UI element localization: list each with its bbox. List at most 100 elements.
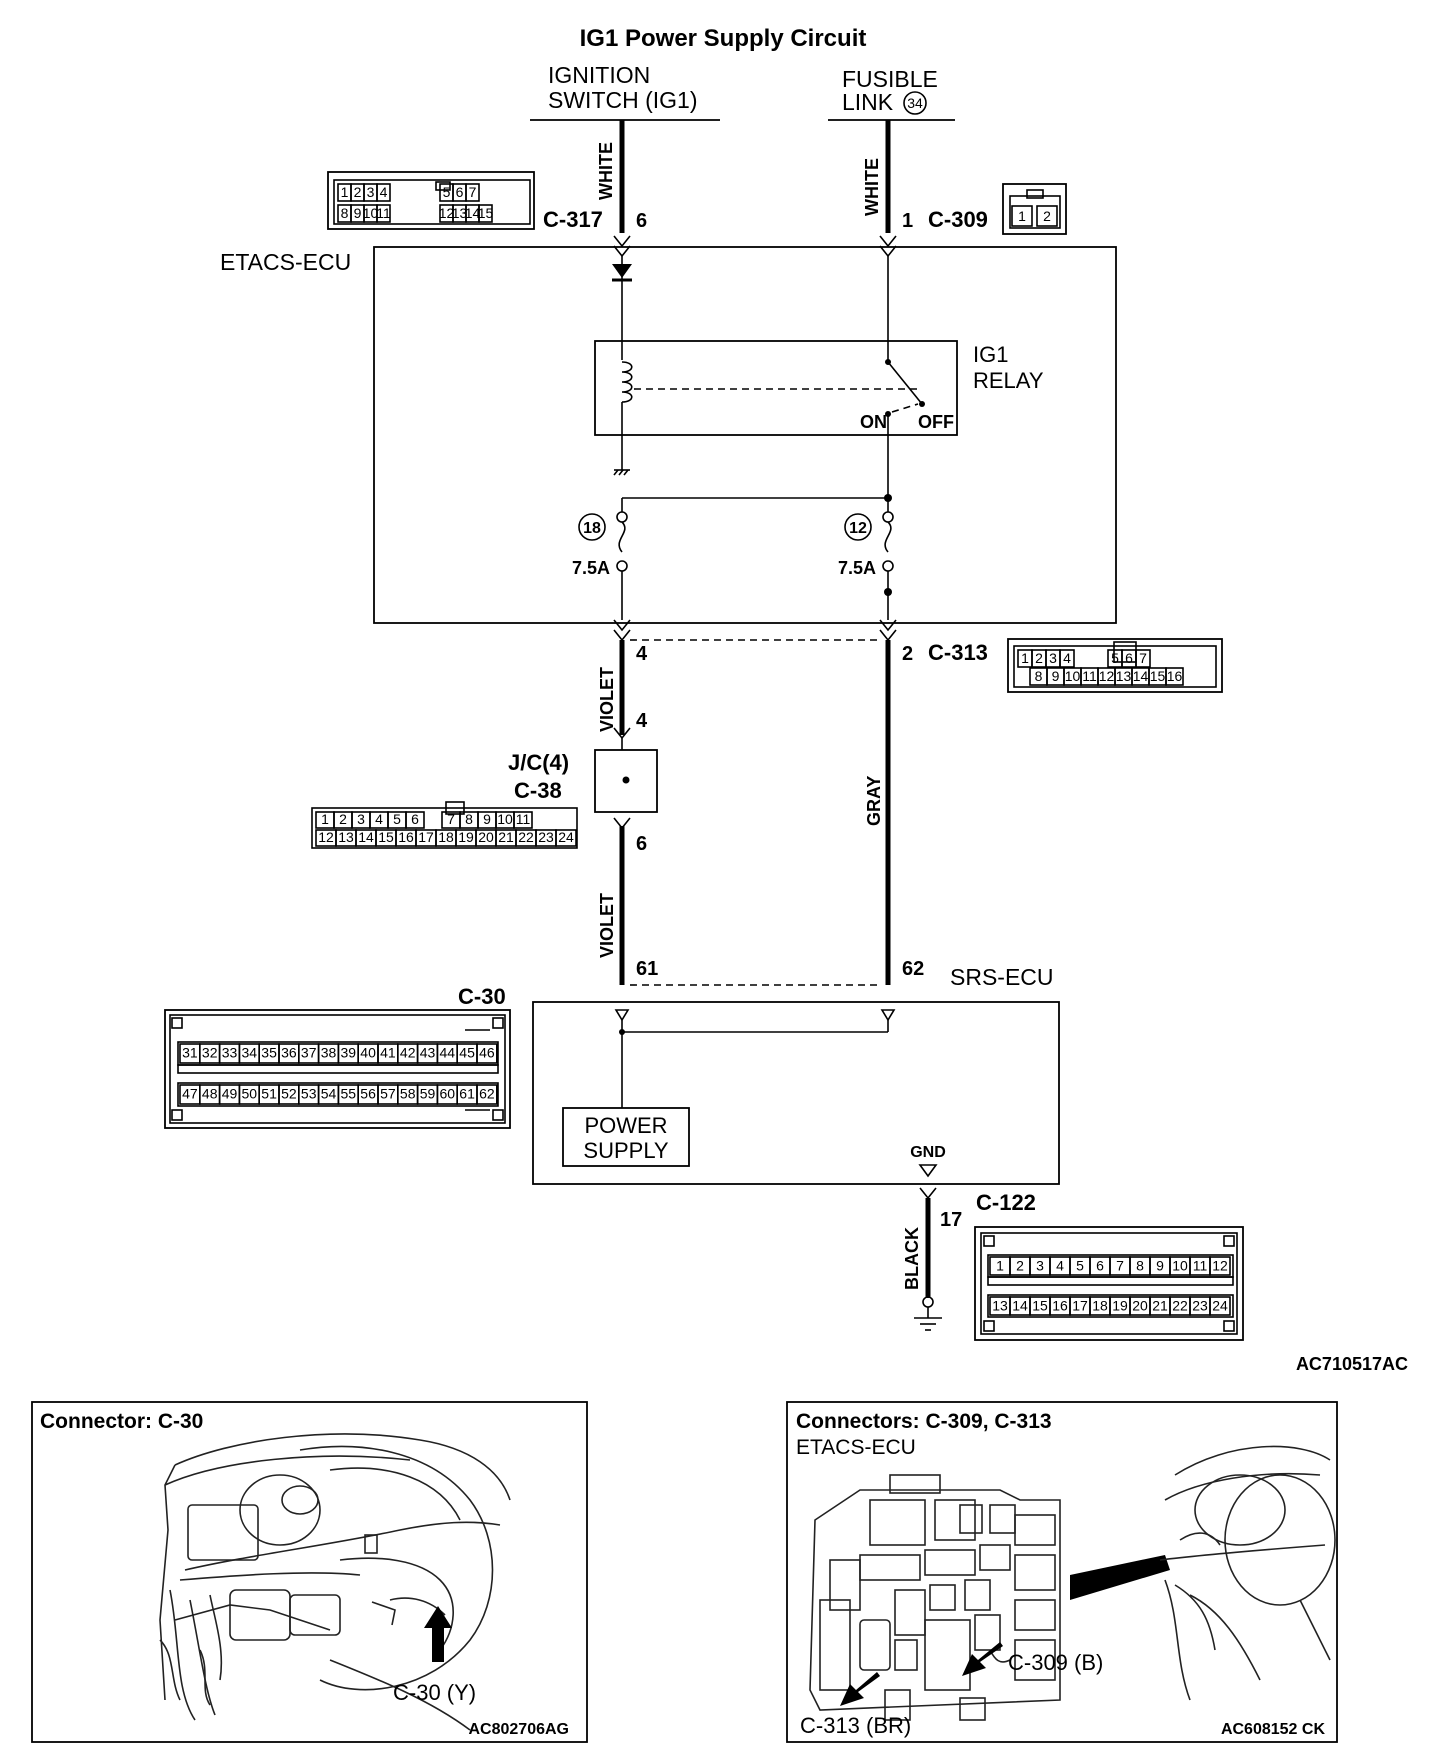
connector-pin-number: 17	[1072, 1297, 1088, 1313]
connector-pin-cell	[1209, 1256, 1231, 1276]
connector-pin-number: 8	[1136, 1257, 1144, 1273]
ig1-relay-label-2: RELAY	[973, 368, 1044, 393]
fuse18-element	[618, 521, 626, 553]
connector-pin-number: 14	[1133, 668, 1149, 684]
c313-pin-right: 2	[902, 643, 913, 665]
relay-ground-hatch	[613, 469, 629, 476]
fusible-number-circle	[903, 91, 927, 115]
callout-arrow-c313	[840, 1672, 880, 1706]
connector-pin-number: 36	[281, 1044, 297, 1060]
arrow-c122	[919, 1187, 937, 1200]
connector-pin-number: 20	[1132, 1297, 1148, 1313]
connector-pin-cell	[513, 811, 533, 829]
connector-pin-number: 13	[1116, 668, 1132, 684]
connector-pin-number: 3	[1049, 650, 1057, 666]
connector-pin-number: 58	[400, 1085, 416, 1101]
jc-pin-out: 6	[636, 833, 647, 855]
connector-pin-number: 10	[363, 205, 379, 221]
connector-pin-number: 5	[443, 184, 451, 200]
pointer-wedge	[1070, 1555, 1170, 1600]
connector-pin-number: 12	[1212, 1257, 1228, 1273]
c30-label: C-30	[458, 984, 506, 1009]
joint-connector-box	[594, 749, 658, 813]
connector-pin-number: 18	[1092, 1297, 1108, 1313]
connector-pin-number: 7	[447, 811, 455, 827]
connector-pin-number: 6	[1125, 650, 1133, 666]
joint-connector-node	[622, 776, 630, 784]
etacs-ecu-label: ETACS-ECU	[220, 249, 351, 275]
fuse12-rating: 7.5A	[838, 558, 876, 578]
connector-pin-number: 62	[479, 1085, 495, 1101]
connector-pin-number: 7	[1139, 650, 1147, 666]
c122-label: C-122	[976, 1190, 1036, 1215]
svg-text:2: 2	[1043, 208, 1051, 224]
connector-pin-cell	[465, 183, 480, 202]
right-panel-frame	[786, 1401, 1338, 1743]
gnd-terminal	[918, 1164, 938, 1178]
left-panel-title: Connector: C-30	[40, 1410, 203, 1433]
srs-internal-node	[619, 1029, 625, 1035]
srs-ecu-label: SRS-ECU	[950, 964, 1054, 990]
right-panel-callout-b: C-309 (B)	[1008, 1650, 1103, 1675]
connector-pin-number: 45	[459, 1044, 475, 1060]
right-panel-subtitle: ETACS-ECU	[796, 1436, 916, 1459]
connector-pin-number: 10	[497, 811, 513, 827]
fuse12-bottom-term	[882, 560, 894, 572]
connector-pin-number: 54	[321, 1085, 337, 1101]
srs-ecu-box	[532, 1001, 1060, 1185]
connector-pin-number: 61	[459, 1085, 475, 1101]
connector-pin-number: 9	[483, 811, 491, 827]
connector-pin-number: 33	[222, 1044, 238, 1060]
connector-pin-number: 7	[469, 184, 477, 200]
connector-pin-number: 21	[498, 829, 514, 845]
connector-pin-cell	[476, 1043, 498, 1064]
connector-c309-pin: 1	[902, 210, 913, 232]
connector-pin-number: 11	[1082, 668, 1097, 684]
fuse12-number: 12	[849, 520, 867, 537]
connector-pin-number: 19	[458, 829, 474, 845]
left-panel-frame	[31, 1401, 588, 1743]
connector-pin-number: 51	[261, 1085, 277, 1101]
connector-pin-number: 11	[376, 205, 391, 221]
connector-pin-number: 4	[375, 811, 383, 827]
right-panel-title: Connectors: C-309, C-313	[796, 1410, 1052, 1433]
connector-pin-number: 11	[1193, 1257, 1208, 1273]
c122-pin: 17	[940, 1209, 962, 1231]
connector-pin-number: 6	[1096, 1257, 1104, 1273]
connector-pin-number: 53	[301, 1085, 317, 1101]
ig1-relay-box	[594, 340, 958, 436]
connector-pin-number: 14	[465, 205, 481, 221]
connector-pin-number: 6	[411, 811, 419, 827]
connector-pin-cell	[1165, 667, 1184, 686]
connector-pin-number: 6	[456, 184, 464, 200]
gnd-label: GND	[910, 1144, 946, 1161]
connector-pin-number: 2	[339, 811, 347, 827]
connector-pin-number: 15	[1032, 1297, 1048, 1313]
connector-pin-number: 24	[558, 829, 574, 845]
connector-pin-number: 56	[360, 1085, 376, 1101]
connector-pin-number: 32	[202, 1044, 218, 1060]
connector-c309-face: 1 2	[1002, 183, 1067, 235]
connector-pin-number: 22	[518, 829, 534, 845]
connector-pin-number: 39	[341, 1044, 357, 1060]
connector-c317-pin: 6	[636, 210, 647, 232]
connector-pin-number: 4	[1063, 650, 1071, 666]
arrow-c309-entry	[879, 235, 897, 258]
connector-pin-number: 15	[1150, 668, 1166, 684]
connector-pin-number: 49	[222, 1085, 238, 1101]
power-supply-box	[562, 1107, 690, 1167]
connector-pin-cell	[1209, 1296, 1231, 1316]
connector-pin-number: 48	[202, 1085, 218, 1101]
connector-pin-number: 55	[341, 1085, 357, 1101]
etacs-ecu-box	[373, 246, 1117, 624]
fuse18-number: 18	[583, 520, 601, 537]
connector-pin-cell	[376, 204, 391, 223]
dashboard-illustration-right	[1159, 1445, 1336, 1701]
connector-pin-number: 13	[992, 1297, 1008, 1313]
figure-code-right: AC608152 CK	[1221, 1721, 1326, 1738]
connector-pin-number: 52	[281, 1085, 297, 1101]
relay-off-label: OFF	[918, 412, 954, 432]
connector-pin-number: 15	[378, 829, 394, 845]
